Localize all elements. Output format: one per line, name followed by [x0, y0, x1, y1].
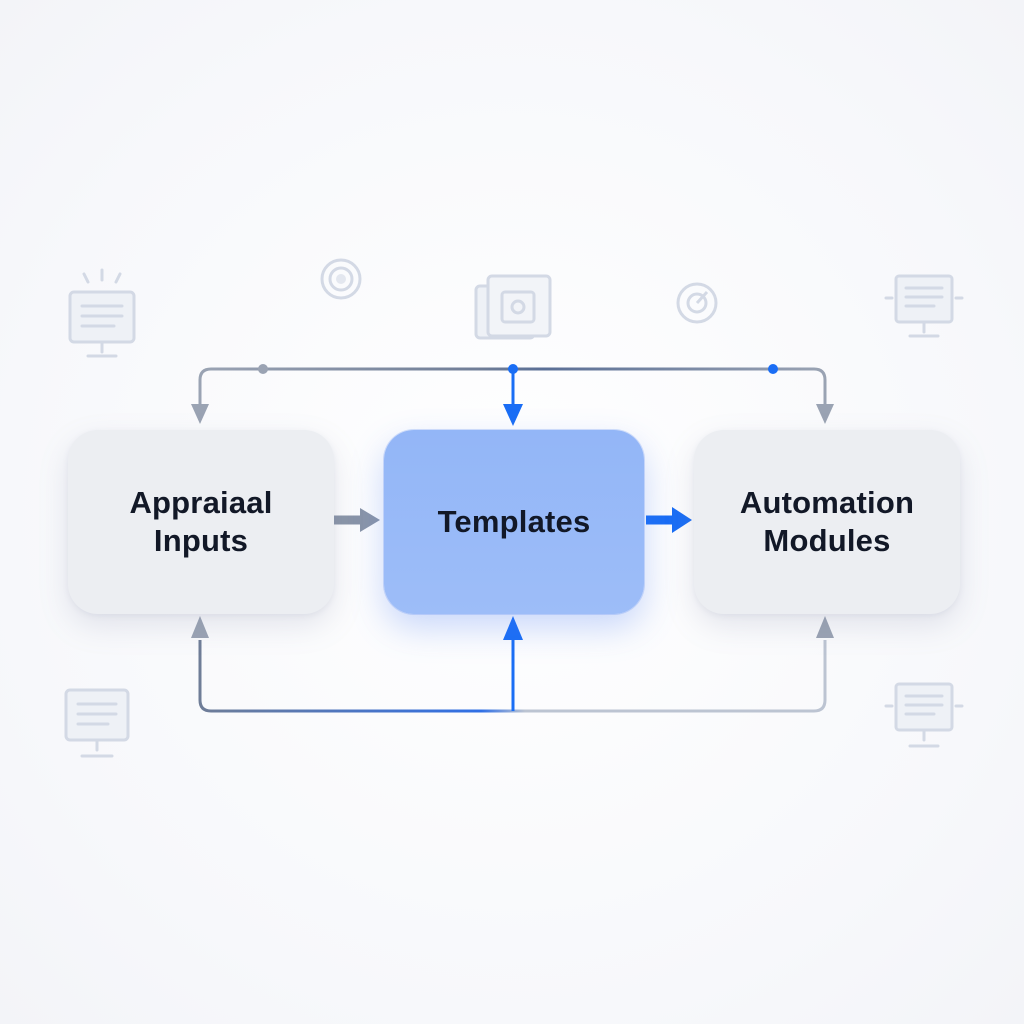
arrow-up-right: [816, 616, 834, 638]
node-label: Automation Modules: [739, 485, 915, 558]
dial-icon: [676, 282, 718, 324]
arrow-up-center: [503, 616, 523, 640]
automation-modules-node[interactable]: Automation Modules: [694, 430, 960, 614]
arrow-down-right: [816, 404, 834, 424]
node-label: Appraiaal Inputs: [129, 485, 273, 558]
arrow-center-to-right-head: [672, 507, 692, 533]
arrow-left-to-center-head: [360, 508, 380, 532]
appraisal-inputs-node[interactable]: Appraiaal Inputs: [68, 430, 334, 614]
templates-node[interactable]: Templates: [384, 430, 644, 614]
monitor-icon: [64, 688, 130, 758]
arrow-up-left: [191, 616, 209, 638]
monitor-icon: [884, 682, 964, 748]
frame-icon: [474, 274, 552, 340]
arrow-down-center: [503, 404, 523, 426]
monitor-icon: [884, 274, 964, 338]
node-label: Templates: [437, 504, 591, 539]
arrow-down-left: [191, 404, 209, 424]
bus-junction-dot: [768, 364, 778, 374]
monitor-icon: [68, 268, 136, 358]
bus-junction-dot: [258, 364, 268, 374]
target-icon: [320, 258, 362, 300]
